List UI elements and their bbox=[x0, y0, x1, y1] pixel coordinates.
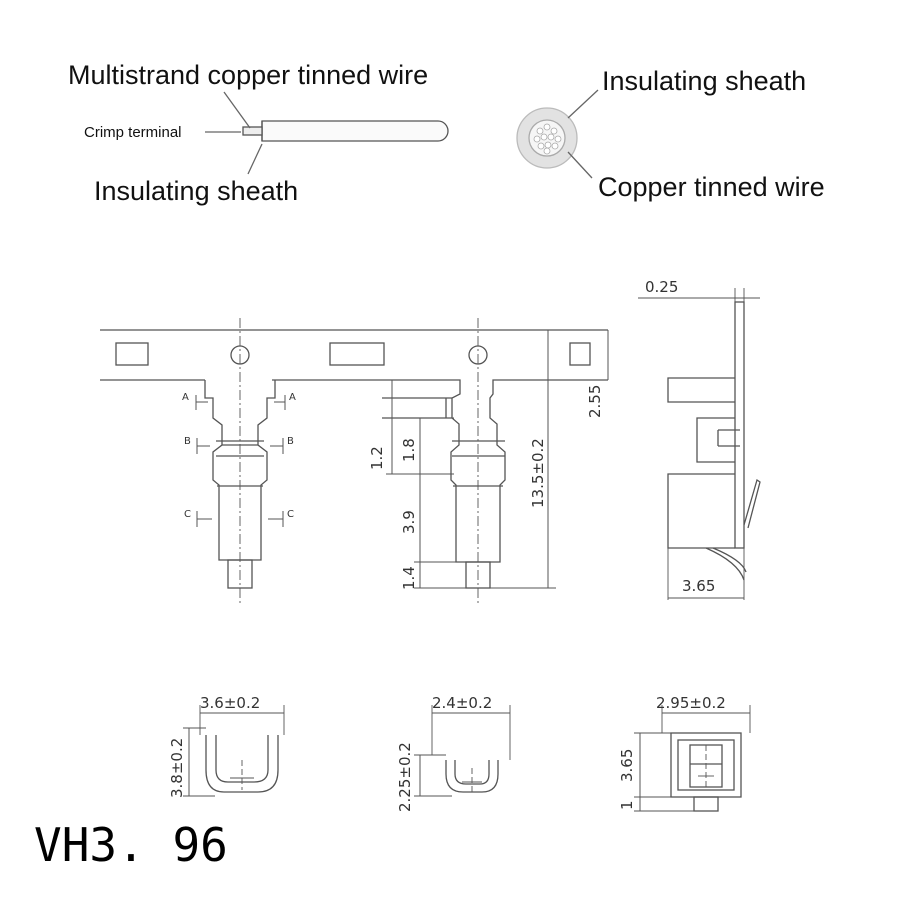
dim-1-2: 1.2 bbox=[368, 446, 386, 470]
dim-section-a-width: 3.6±0.2 bbox=[200, 694, 260, 712]
section-mark-c-right: C bbox=[287, 509, 294, 520]
dim-total-length: 13.5±0.2 bbox=[529, 438, 547, 508]
dim-section-c-height: 3.65 bbox=[618, 749, 636, 782]
wire-cross-section bbox=[516, 89, 599, 179]
section-mark-b-left: B bbox=[184, 436, 191, 447]
model-title: VH3. 96 bbox=[34, 818, 228, 872]
terminal-side-view bbox=[638, 288, 761, 600]
dim-section-b-height: 2.25±0.2 bbox=[396, 742, 414, 812]
terminal-dimensioned-view bbox=[382, 318, 609, 606]
section-sheath-label: Insulating sheath bbox=[602, 66, 807, 96]
section-copper-label: Copper tinned wire bbox=[598, 172, 825, 202]
section-b-view bbox=[414, 705, 511, 797]
dim-pitch-height: 2.55 bbox=[586, 385, 604, 418]
wire-illustration bbox=[205, 91, 449, 175]
dim-section-b-width: 2.4±0.2 bbox=[432, 694, 492, 712]
section-mark-c-left: C bbox=[184, 509, 191, 520]
dim-1-4: 1.4 bbox=[400, 566, 418, 590]
section-c-view bbox=[634, 705, 751, 812]
dim-3-9: 3.9 bbox=[400, 510, 418, 534]
section-mark-a-right: A bbox=[289, 392, 296, 403]
terminal-front-view bbox=[195, 318, 286, 606]
dim-section-c-width: 2.95±0.2 bbox=[656, 694, 726, 712]
dim-1-8: 1.8 bbox=[400, 438, 418, 462]
multistrand-wire-label: Multistrand copper tinned wire bbox=[68, 60, 429, 90]
dim-thickness: 0.25 bbox=[645, 278, 678, 296]
dim-section-c-pin: 1 bbox=[618, 800, 636, 810]
dim-section-a-height: 3.8±0.2 bbox=[168, 738, 186, 798]
section-a-view bbox=[183, 705, 285, 797]
crimp-terminal-label: Crimp terminal bbox=[84, 124, 182, 141]
section-mark-b-right: B bbox=[287, 436, 294, 447]
carrier-strip bbox=[100, 329, 608, 381]
section-mark-a-left: A bbox=[182, 392, 189, 403]
wire-sheath-label: Insulating sheath bbox=[94, 176, 299, 206]
dim-side-width: 3.65 bbox=[682, 577, 715, 595]
